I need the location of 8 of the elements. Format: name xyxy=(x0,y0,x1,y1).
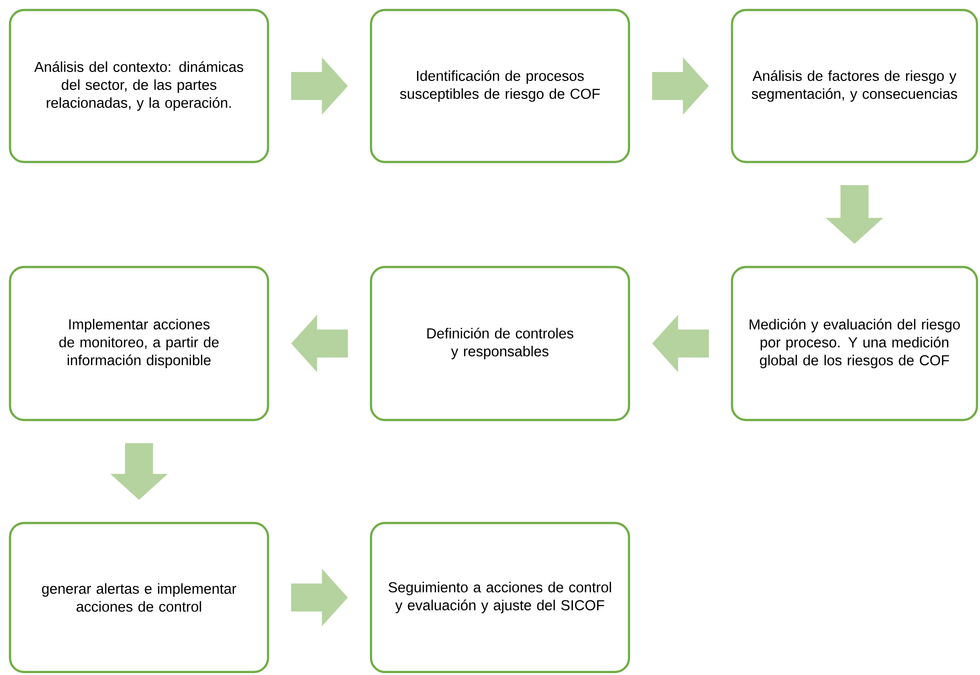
process-box: generar alertas e implementar acciones de control xyxy=(8,522,270,674)
process-box: Identificación de procesos susceptibles de riesgo de COF xyxy=(370,8,630,164)
process-box: Seguimiento a acciones de control y evaluación y ajuste del SICOF xyxy=(370,522,630,674)
process-box: Análisis de factores de riesgo y segmentación, y consecuencias xyxy=(730,8,978,164)
process-box: Análisis del contexto: dinámicas del sector, de las partes relacionadas, y la operación. xyxy=(8,8,270,164)
process-box: Medición y evaluación del riesgo por proceso. Y una medición global de los riesgos de COF xyxy=(730,266,978,422)
process-box: Implementar acciones de monitoreo, a partir de información disponible xyxy=(8,266,270,422)
process-box: Definición de controles y responsables xyxy=(370,266,630,422)
